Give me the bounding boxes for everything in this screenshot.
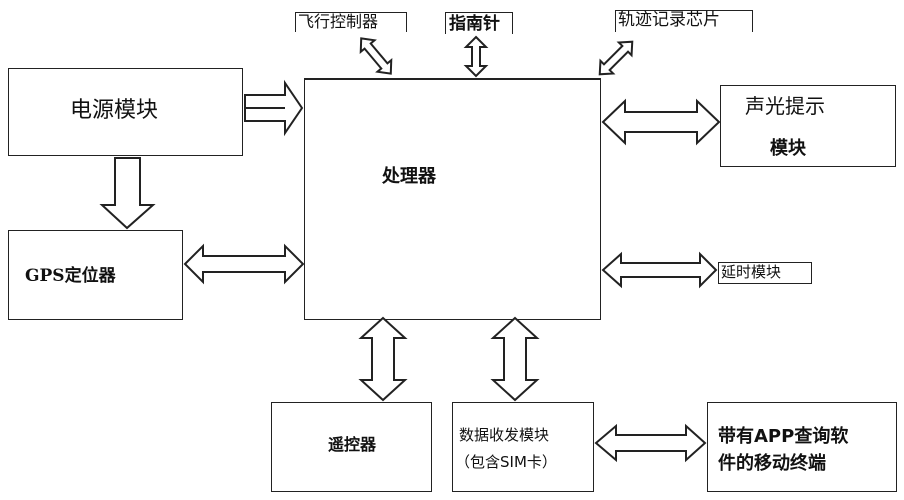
sound-light-label-line2: 模块 [770,138,806,159]
remote-controller-box [271,402,432,492]
arrow-compass-processor [463,35,489,78]
arrow-flight-controller-processor [359,37,393,75]
flight-controller-label: 飞行控制器 [298,12,379,31]
remote-controller-label: 遥控器 [328,435,377,454]
processor-label: 处理器 [382,166,436,187]
arrow-power-to-processor [244,79,304,137]
delay-module-box [718,262,812,284]
mobile-terminal-label-line2: 件的移动终端 [718,453,826,474]
arrow-gps-processor [183,243,305,285]
gps-locator-label: GPS定位器 [25,266,116,286]
flight-controller-box [295,12,407,32]
gps-locator-box [8,230,183,320]
track-chip-box [615,10,753,32]
mobile-terminal-label-line1: 带有APP查询软 [718,426,849,447]
sound-light-label-line1: 声光提示 [745,94,825,118]
sound-light-module-box [720,85,896,167]
transceiver-label-line2: （包含SIM卡） [455,453,557,471]
compass-box [445,12,513,34]
arrow-processor-sound-light [601,98,721,146]
power-module-label: 电源模块 [70,98,159,123]
transceiver-label-line1: 数据收发模块 [459,426,550,444]
arrow-processor-transceiver [490,316,540,402]
track-chip-label: 轨迹记录芯片 [618,10,720,30]
delay-module-label: 延时模块 [721,263,782,281]
mobile-terminal-box [707,402,897,492]
arrow-track-chip-processor [598,40,634,76]
arrow-processor-delay [601,251,718,289]
power-module-box [8,68,243,156]
transceiver-module-box [452,402,594,492]
processor-box [304,78,601,320]
arrow-processor-remote [358,316,408,402]
arrow-transceiver-mobile [594,423,707,463]
arrow-power-to-gps [99,157,156,230]
compass-label: 指南针 [449,14,500,34]
